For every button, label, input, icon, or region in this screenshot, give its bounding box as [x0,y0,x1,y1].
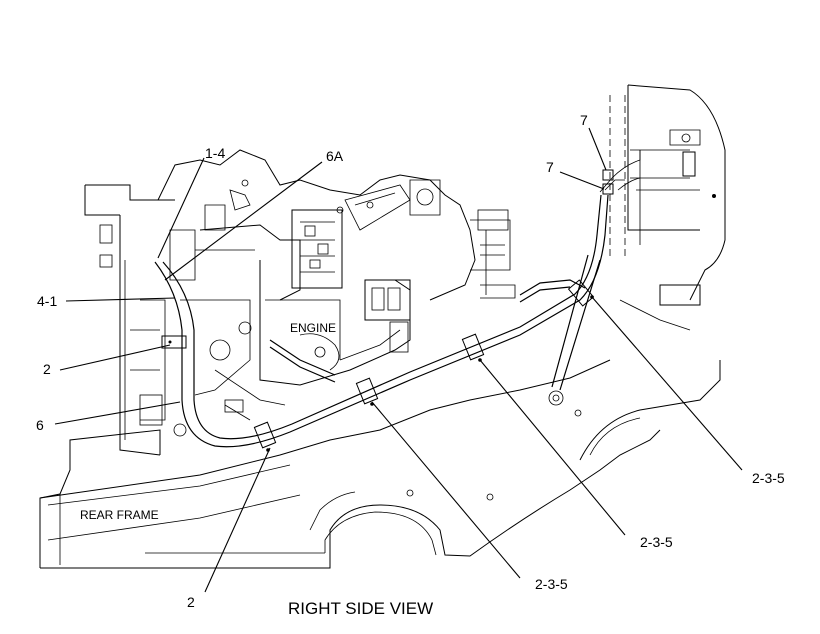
diagram-title: RIGHT SIDE VIEW [288,599,433,618]
callout-2-upper: 2 [43,361,51,377]
hose-clamps [161,279,595,452]
callout-7-lower: 7 [546,159,554,175]
callout-2-3-5-a: 2-3-5 [535,576,568,592]
rear-frame [39,359,721,569]
leader-lines [54,127,743,593]
callout-2-lower: 2 [187,594,195,610]
callout-labels: 1-4 6A 4-1 2 6 2 2-3-5 2-3-5 2-3-5 7 7 [36,112,785,610]
callout-2-3-5-c: 2-3-5 [752,470,785,486]
hose-routing [154,150,641,448]
callout-6: 6 [36,417,44,433]
callout-6a: 6A [326,148,344,164]
engine-label: ENGINE [290,321,336,335]
callout-1-4: 1-4 [205,145,225,161]
engine-assembly [84,149,516,456]
rear-frame-label: REAR FRAME [80,508,159,522]
cab-structure [609,84,726,331]
callout-2-3-5-b: 2-3-5 [640,534,673,550]
callout-7-upper: 7 [580,112,588,128]
callout-4-1: 4-1 [37,293,57,309]
